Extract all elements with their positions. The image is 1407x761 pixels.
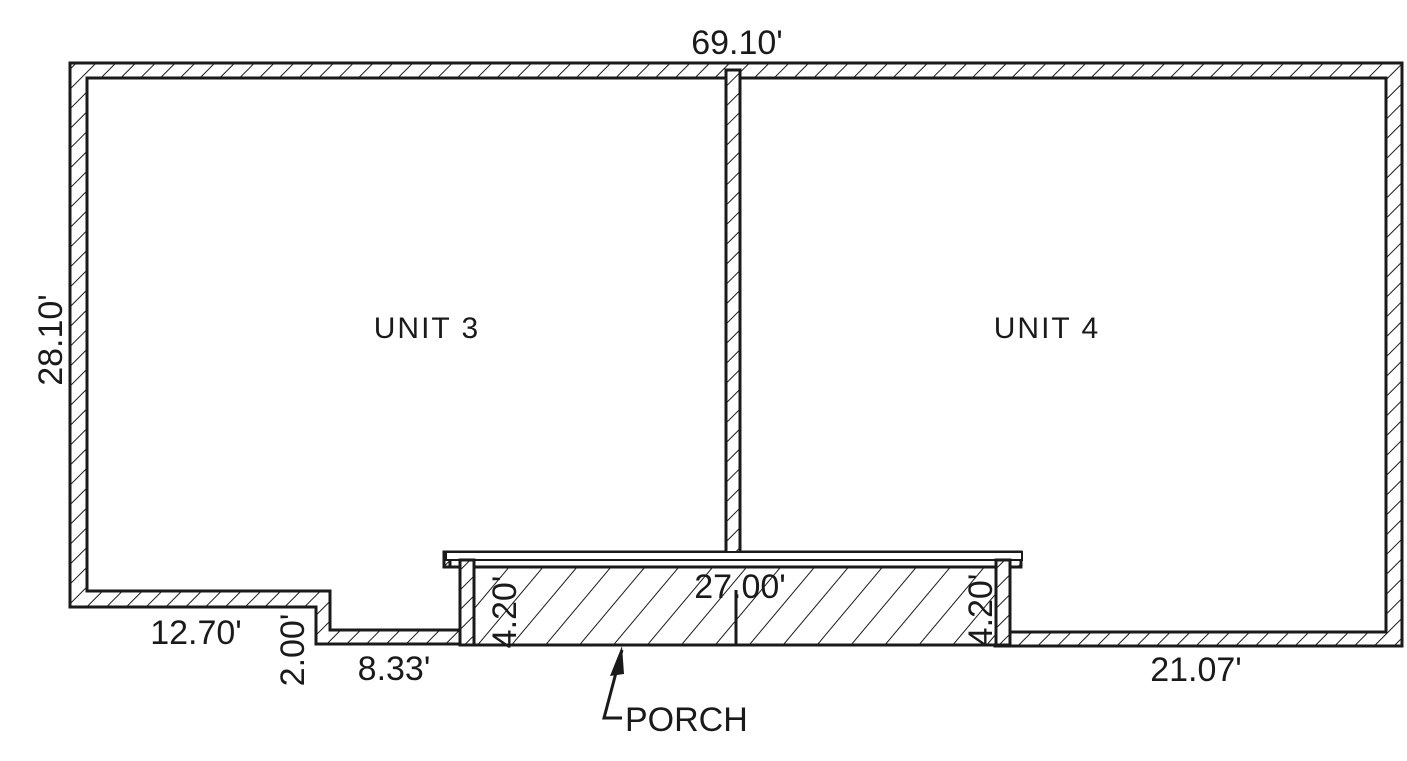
porch-callout-arrowhead — [610, 646, 624, 676]
porch-side-wall-left — [458, 558, 476, 647]
dim-left-recess-segment: 8.33' — [358, 650, 431, 688]
dim-right-front-segment: 21.07' — [1150, 651, 1242, 689]
dim-left-front-segment: 12.70' — [150, 614, 242, 652]
unit-4-label: UNIT 4 — [994, 312, 1100, 345]
unit-3-label: UNIT 3 — [374, 312, 480, 345]
dim-porch-depth-left: 4.20' — [486, 576, 524, 649]
dim-overall-depth: 28.10' — [32, 294, 70, 386]
porch-callout-label: PORCH — [625, 701, 748, 739]
dim-porch-width: 27.00' — [694, 568, 786, 606]
porch-side-wall-right — [994, 558, 1012, 647]
dim-porch-depth-right: 4.20' — [962, 574, 1000, 647]
dim-left-step: 2.00' — [274, 614, 312, 687]
porch-beam — [445, 551, 1023, 561]
dim-overall-width: 69.10' — [691, 24, 783, 62]
party-wall — [724, 68, 742, 558]
